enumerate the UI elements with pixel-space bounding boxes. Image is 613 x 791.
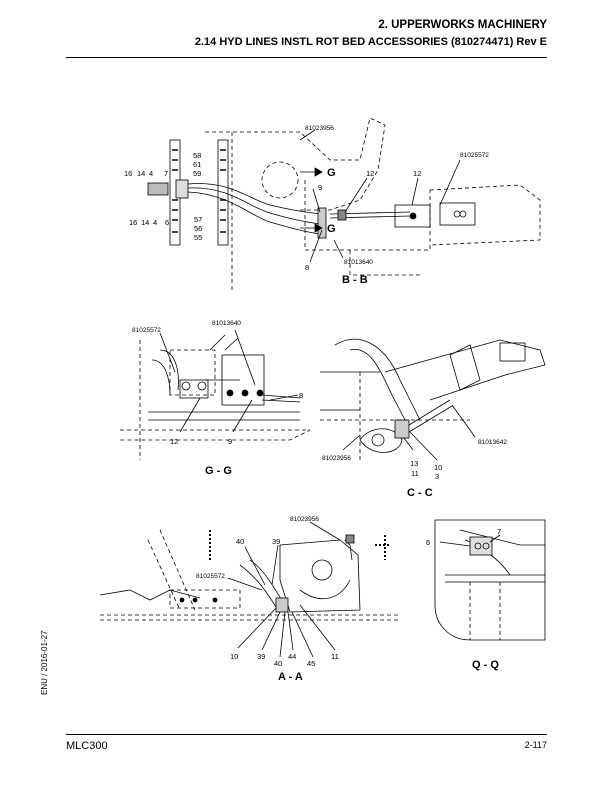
bb-view-title: B - B: [342, 274, 368, 286]
bb-label-2: 81025572: [460, 152, 489, 159]
gg-label-5: 9: [228, 437, 232, 446]
bb-label-4: 61: [193, 160, 201, 169]
cc-label-6: 3: [435, 472, 439, 481]
bb-label-19: 12: [413, 169, 421, 178]
aa-label-6: 39: [257, 652, 265, 661]
view-qq: [434, 519, 546, 641]
gg-view-title: G - G: [205, 465, 232, 477]
bb-label-14: 57: [194, 215, 202, 224]
gg-label-4: 12: [170, 437, 178, 446]
bb-label-11: 14: [141, 218, 149, 227]
bb-marker-top: G: [327, 167, 336, 179]
bb-label-10: 16: [129, 218, 137, 227]
subsection-title: 2.14 HYD LINES INSTL ROT BED ACCESSORIES…: [194, 36, 547, 48]
cc-label-3: 13: [410, 459, 418, 468]
page-number: 2-117: [524, 740, 547, 750]
aa-label-5: 10: [230, 652, 238, 661]
aa-label-1: 81023956: [290, 516, 319, 523]
view-aa: [99, 521, 400, 658]
view-aa-labels: 81023956 40 39 81025572 10 39 40 44 45 1…: [196, 516, 339, 683]
cc-label-5: 10: [434, 463, 442, 472]
view-cc: [320, 338, 546, 461]
bb-label-20: 8: [305, 263, 309, 272]
aa-label-7: 40: [274, 659, 282, 668]
bb-label-13: 6: [165, 218, 169, 227]
aa-label-2: 40: [236, 537, 244, 546]
bb-label-6: 16: [124, 169, 132, 178]
gg-label-3: 8: [299, 391, 303, 400]
bb-marker-bottom: G: [327, 223, 336, 235]
aa-view-title: A - A: [278, 671, 303, 683]
gg-label-1: 81013640: [212, 320, 241, 327]
bb-label-16: 55: [194, 233, 202, 242]
aa-label-8: 44: [288, 652, 296, 661]
bb-label-5: 59: [193, 169, 201, 178]
bb-label-21: 81013640: [344, 259, 373, 266]
qq-label-1: 6: [426, 538, 430, 547]
header-rule: [66, 57, 547, 58]
bb-label-15: 56: [194, 224, 202, 233]
aa-label-10: 11: [331, 652, 339, 661]
bb-label-7: 14: [137, 169, 145, 178]
bb-label-1: 81023956: [305, 125, 334, 132]
gg-label-2: 81025572: [132, 327, 161, 334]
view-qq-labels: 6 7 Q - Q: [426, 527, 501, 671]
qq-view-title: Q - Q: [472, 659, 499, 671]
model-name: MLC300: [66, 740, 108, 752]
cc-label-1: 81023956: [322, 455, 351, 462]
qq-label-2: 7: [497, 527, 501, 536]
bb-label-12: 4: [153, 218, 157, 227]
footer-rule: [66, 734, 547, 735]
aa-label-9: 45: [307, 659, 315, 668]
view-gg-labels: 81013640 81025572 8 12 9 G - G: [132, 320, 303, 477]
aa-label-4: 81025572: [196, 573, 225, 580]
section-title: 2. UPPERWORKS MACHINERY: [378, 19, 547, 31]
view-gg: [120, 329, 311, 460]
bb-label-18: 12: [366, 169, 374, 178]
bb-label-17: 9: [318, 183, 322, 192]
bb-label-3: 58: [193, 151, 201, 160]
bb-label-8: 4: [149, 169, 153, 178]
cc-label-4: 11: [411, 469, 419, 478]
cc-label-2: 81013642: [478, 439, 507, 446]
bb-label-9: 7: [164, 169, 168, 178]
view-bb-labels: 81023956 81025572 58 61 59 16 14 4 7 16 …: [124, 125, 489, 286]
cc-view-title: C - C: [407, 487, 433, 499]
view-bb: [147, 117, 541, 290]
view-cc-labels: 81023956 81013642 13 11 10 3 C - C: [322, 439, 507, 499]
document-date: ENU / 2016-01-27: [40, 630, 49, 695]
aa-label-3: 39: [272, 537, 280, 546]
